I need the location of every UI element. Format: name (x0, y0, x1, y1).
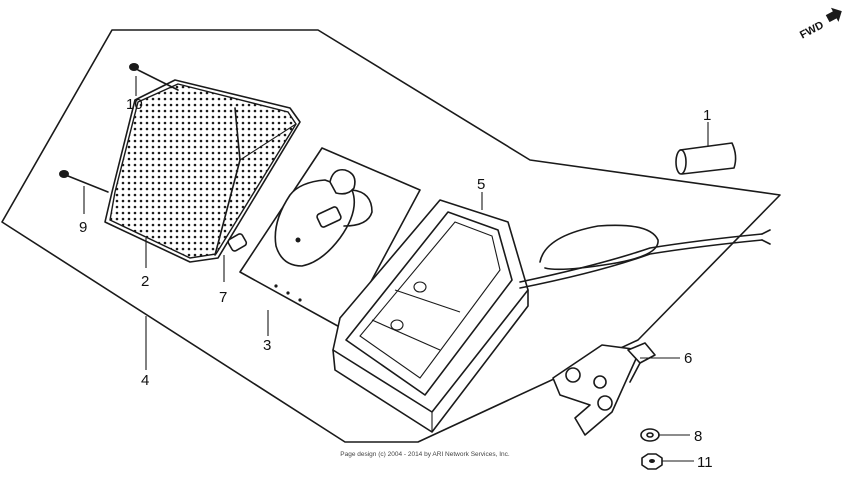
callout-6: 6 (684, 350, 692, 367)
fwd-label: FWD (798, 19, 826, 41)
leader-lines (83, 76, 709, 462)
callout-1: 1 (703, 107, 711, 124)
nut-part (641, 453, 663, 470)
fwd-indicator: FWD (798, 7, 842, 42)
callout-3: 3 (263, 337, 271, 354)
bulb-part (227, 233, 248, 252)
callout-9: 9 (79, 219, 87, 236)
fwd-arrow-icon (825, 7, 842, 23)
assembly-outline (1, 29, 781, 443)
callout-11: 11 (697, 454, 713, 471)
callout-10: 10 (126, 96, 143, 113)
housing-part (332, 199, 529, 433)
lens-part (104, 79, 301, 263)
screw-lower (59, 170, 109, 193)
washer-part (640, 428, 660, 442)
screw-upper (129, 63, 179, 91)
bracket-part (552, 342, 656, 436)
callout-2: 2 (141, 273, 149, 290)
sleeve-part (675, 142, 737, 175)
callout-5: 5 (477, 176, 485, 193)
callout-7: 7 (219, 289, 227, 306)
copyright-text: Page design (c) 2004 - 2014 by ARI Netwo… (340, 451, 510, 458)
callout-4: 4 (141, 372, 149, 389)
wiring-harness (519, 224, 771, 289)
callout-8: 8 (694, 428, 702, 445)
